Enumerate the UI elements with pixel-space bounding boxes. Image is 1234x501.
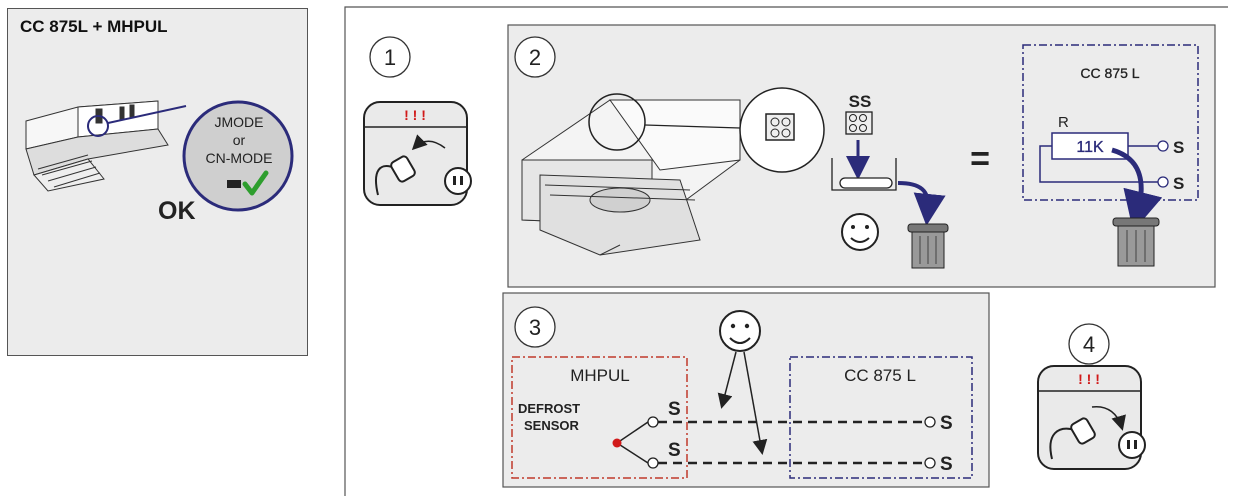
step-1-number-circle <box>369 36 411 78</box>
connector-label: SS <box>849 92 872 111</box>
smiley-icon <box>719 310 761 352</box>
sensor-label-line-2: SENSOR <box>524 418 580 433</box>
connector-icon <box>845 111 873 135</box>
terminal-s-top: S <box>1173 138 1184 157</box>
sensor-label-line-1: DEFROST <box>518 401 580 416</box>
socket-icon <box>1118 431 1146 459</box>
panel-title: CC 875L + MHPUL <box>20 17 168 36</box>
terminal-s-bottom: S <box>1173 174 1184 193</box>
step-3-number: 3 <box>529 315 541 340</box>
cc875-box-title-step3: CC 875 L <box>844 366 916 385</box>
smiley-icon <box>841 213 879 251</box>
check-icon <box>242 170 269 196</box>
switch-icon <box>227 180 241 188</box>
resistor-plug-icon <box>839 177 893 189</box>
step-1-warning: ! ! ! <box>404 107 426 123</box>
magnifier-circle <box>182 100 294 212</box>
step-4-warning: ! ! ! <box>1078 371 1100 387</box>
cc875-box-title: CC 875 L <box>1080 65 1139 81</box>
cassette-unit-icon <box>521 99 741 256</box>
trash-bin-icon <box>1112 217 1160 267</box>
ok-label: OK <box>158 197 196 225</box>
mode-label: JMODE or CN-MODE <box>194 113 284 167</box>
mode-line-2: or <box>232 132 246 148</box>
cc875-box-step3 <box>789 356 973 479</box>
resistor-label: R <box>1058 114 1069 131</box>
cc875-terminal-s-bottom: S <box>940 454 953 475</box>
trash-bin-icon <box>907 223 949 269</box>
socket-icon <box>444 167 472 195</box>
step-1: 1 ! ! ! <box>363 36 472 206</box>
equals-sign: = <box>970 140 990 178</box>
cc875-terminal-s-top: S <box>940 413 953 434</box>
installation-steps: 1 ! ! ! 2 SS <box>344 6 1228 496</box>
cc875-box <box>1022 44 1199 201</box>
mhpul-box-title: MHPUL <box>570 366 630 385</box>
unit-illustration <box>25 100 294 212</box>
step-3: 3 MHPUL DEFROST SENSOR S S CC 875 L S S <box>502 292 990 488</box>
sensor-junction <box>612 438 622 448</box>
zoom-ring-icon <box>87 115 109 137</box>
mode-panel: CC 875L + MHPUL JMODE or CN-MODE OK <box>7 8 308 356</box>
mode-line-1: JMODE <box>214 114 264 130</box>
resistor-value: 11K <box>1076 139 1104 156</box>
mode-line-3: CN-MODE <box>205 150 273 166</box>
step-4: 4 ! ! ! <box>1037 323 1146 470</box>
mhpul-box <box>511 356 688 479</box>
step-4-number: 4 <box>1083 332 1095 357</box>
mhpul-terminal-s-top: S <box>668 399 681 420</box>
step-1-number: 1 <box>384 45 396 70</box>
step-2-number: 2 <box>529 45 541 70</box>
mhpul-terminal-s-bottom: S <box>668 440 681 461</box>
controller-board-icon <box>25 100 169 192</box>
step-2: 2 SS <box>507 24 1216 288</box>
